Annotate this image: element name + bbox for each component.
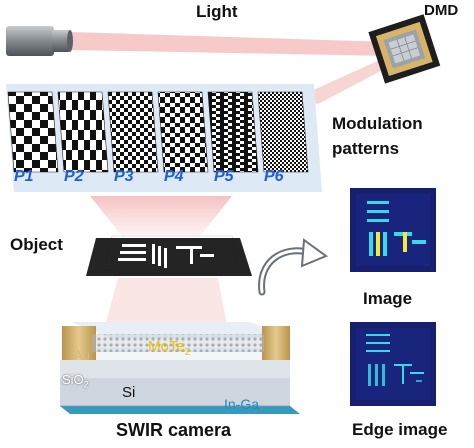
pattern-label-p6: P6 bbox=[264, 168, 284, 185]
pattern-tile-p6 bbox=[257, 91, 309, 173]
pattern-tile-p3 bbox=[107, 91, 159, 173]
pattern-tile-p4 bbox=[157, 91, 209, 173]
light-label: Light bbox=[196, 2, 238, 21]
mote2-layer-label: MoTe2 bbox=[148, 338, 190, 358]
pattern-tile-p2 bbox=[57, 91, 109, 173]
pattern-label-p1: P1 bbox=[14, 168, 34, 185]
pattern-tile-p5 bbox=[207, 91, 259, 173]
reflected-beam bbox=[296, 58, 398, 104]
pattern-label-p4: P4 bbox=[164, 168, 184, 185]
object-target bbox=[86, 235, 252, 276]
object-label: Object bbox=[10, 235, 63, 254]
pattern-label-p5: P5 bbox=[214, 168, 234, 185]
swir-camera-label: SWIR camera bbox=[116, 420, 232, 440]
sio2-base-text: SiO bbox=[62, 372, 84, 387]
in-ga-layer-label: In-Ga bbox=[224, 396, 260, 412]
pattern-label-p2: P2 bbox=[64, 168, 84, 185]
pattern-tile-p1 bbox=[7, 91, 59, 173]
mote2-base-text: MoTe bbox=[148, 338, 185, 355]
image-label: Image bbox=[363, 289, 413, 308]
dmd-label: DMD bbox=[424, 2, 459, 19]
sio2-subscript: 2 bbox=[83, 379, 89, 390]
edge-image-panel bbox=[350, 322, 436, 406]
modulation-label: Modulation bbox=[332, 114, 423, 133]
projection-beam bbox=[90, 196, 232, 236]
image-panel bbox=[350, 188, 436, 272]
curved-arrow-icon bbox=[258, 238, 329, 296]
micromirror-chip-icon bbox=[368, 14, 441, 84]
edge-image-label: Edge image bbox=[352, 420, 448, 439]
cylinder-lamp-icon bbox=[6, 26, 73, 56]
swir-device bbox=[60, 322, 300, 414]
au-layer-label: Au bbox=[74, 348, 90, 363]
patterns-label: patterns bbox=[332, 139, 400, 158]
mote2-subscript: 2 bbox=[184, 347, 191, 358]
pattern-label-p3: P3 bbox=[114, 168, 134, 185]
incident-beam bbox=[70, 32, 392, 56]
modulation-patterns bbox=[7, 91, 309, 173]
transmitted-beam bbox=[104, 278, 228, 330]
si-layer-label: Si bbox=[122, 384, 136, 401]
sio2-layer-label: SiO2 bbox=[62, 372, 89, 390]
